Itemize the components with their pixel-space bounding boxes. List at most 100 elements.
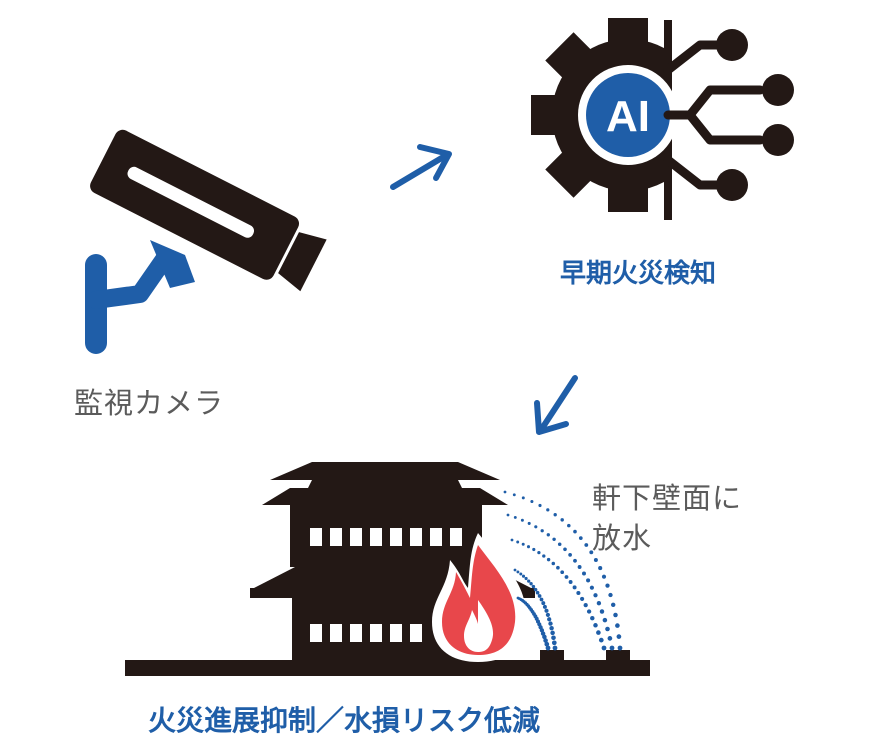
building-icon (125, 462, 650, 676)
water-drop (548, 621, 553, 626)
water-drop (609, 645, 615, 651)
water-drop (610, 602, 616, 608)
water-drop (601, 645, 607, 651)
water-drop (590, 615, 595, 621)
water-drop (605, 626, 610, 632)
water-drop (521, 574, 526, 578)
water-drop (560, 518, 564, 522)
water-drop (516, 596, 520, 600)
water-drop (506, 513, 510, 517)
water-drop (550, 630, 555, 636)
water-drop (572, 585, 577, 590)
water-drop (593, 623, 598, 628)
water-drop (576, 590, 581, 596)
water-drop (529, 582, 533, 586)
water-drop (577, 565, 582, 569)
water-drop (544, 608, 549, 613)
water-drop (516, 570, 520, 574)
water-drop (546, 533, 550, 537)
arrow-icon (390, 144, 452, 190)
water-drop (538, 503, 542, 508)
water-drop (582, 571, 586, 576)
water-drop (617, 645, 623, 651)
water-drop (542, 604, 547, 609)
fire-icon (432, 533, 526, 662)
water-drop (567, 523, 571, 528)
water-drop (543, 638, 548, 643)
water-drop (598, 566, 603, 571)
spray-label: 軒下壁面に 放水 (592, 478, 742, 558)
water-drop (542, 554, 546, 558)
water-drop (601, 574, 607, 579)
water-drop (599, 609, 605, 614)
result-label: 火災進展抑制／水損リスク低減 (148, 704, 541, 737)
water-drop (578, 536, 583, 540)
water-drop (557, 542, 562, 546)
water-drop (516, 540, 520, 544)
ai-badge: AI (606, 92, 650, 141)
water-drop (589, 550, 594, 555)
water-drop (605, 583, 610, 588)
water-drop (556, 565, 560, 570)
water-drop (512, 493, 516, 497)
water-drop (527, 521, 531, 525)
water-drop (596, 630, 601, 635)
water-drop (589, 585, 594, 590)
water-drop (586, 609, 592, 614)
water-drop (584, 543, 589, 547)
water-drop (546, 557, 551, 562)
water-drop (551, 561, 556, 566)
water-drop (513, 568, 517, 572)
water-drop (586, 578, 591, 583)
arrow-icon (534, 375, 578, 435)
water-drop (503, 490, 507, 494)
water-drop (573, 558, 577, 563)
water-drop (598, 637, 604, 643)
water-drop (552, 537, 556, 542)
water-drop (535, 590, 540, 595)
water-drop (532, 547, 536, 552)
camera-label: 監視カメラ (74, 386, 225, 420)
water-drop (616, 634, 622, 639)
water-drop (560, 570, 565, 575)
surveillance-camera-icon (85, 129, 327, 354)
water-drop (534, 525, 538, 529)
water-drop (583, 602, 588, 608)
water-drop (564, 575, 569, 579)
water-drop (544, 641, 550, 647)
water-drop (593, 593, 598, 598)
water-drop (613, 612, 618, 618)
water-drop (539, 597, 544, 602)
water-drop (607, 636, 613, 641)
water-spray-icon (503, 490, 623, 651)
water-drop (573, 529, 577, 534)
water-drop (568, 553, 572, 557)
water-drop (541, 601, 546, 606)
water-drop (540, 631, 546, 636)
water-drop (519, 572, 523, 576)
ai-detection-label: 早期火災検知 (560, 259, 717, 289)
water-drop (549, 625, 554, 631)
water-drop (568, 580, 573, 584)
spray-label-line1: 軒下壁面に (592, 481, 743, 515)
water-drop (615, 623, 620, 628)
water-drop (521, 542, 525, 546)
water-drop (551, 640, 557, 646)
water-drop (593, 558, 598, 562)
water-drop (602, 617, 608, 623)
water-drop (537, 550, 541, 555)
water-drop (537, 594, 542, 598)
water-drop (527, 579, 531, 583)
water-drop (553, 513, 557, 517)
ai-gear-icon: AI (531, 10, 808, 230)
spray-label-line2: 放水 (592, 521, 653, 555)
water-drop (552, 645, 558, 651)
water-drop (596, 601, 602, 606)
water-drop (533, 587, 538, 592)
water-drop (513, 515, 517, 519)
water-drop (547, 617, 552, 622)
water-drop (563, 547, 567, 552)
water-drop (546, 508, 550, 512)
water-drop (545, 612, 550, 617)
